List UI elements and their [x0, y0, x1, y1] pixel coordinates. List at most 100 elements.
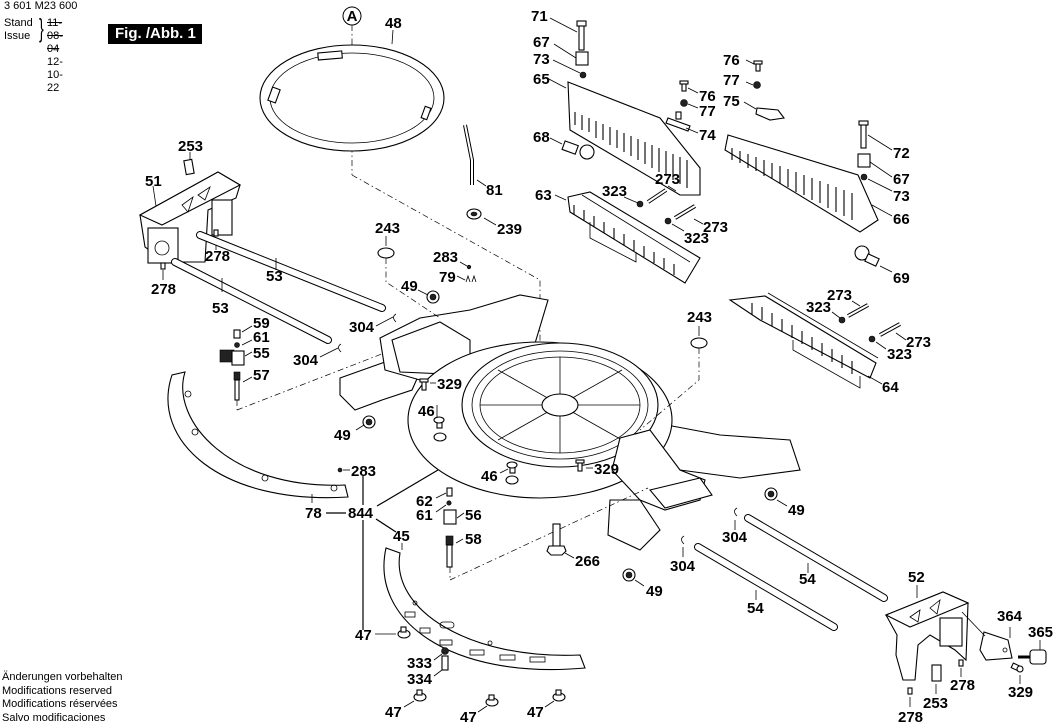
label-304-c: 304: [722, 529, 748, 546]
label-47: 47: [355, 627, 372, 644]
label-77-b: 77: [699, 103, 716, 120]
label-283: 283: [433, 249, 458, 266]
label-61: 61: [253, 329, 270, 346]
label-273-c: 273: [827, 287, 852, 304]
notice-de: Änderungen vorbehalten: [2, 671, 123, 683]
figure-label: Fig. /Abb. 1: [108, 24, 202, 44]
label-278-c: 278: [950, 677, 975, 694]
label-62: 62: [416, 493, 433, 510]
label-49-b: 49: [334, 427, 351, 444]
part-323-nut-c: [831, 311, 846, 324]
part-266-bolt: [546, 523, 575, 559]
part-73-nut-b: [860, 173, 893, 192]
brace-symbol: }: [38, 13, 44, 43]
part-76-screw-b: [745, 59, 763, 72]
part-58-pin: [445, 535, 464, 580]
label-73-b: 73: [893, 188, 910, 205]
label-71: 71: [531, 8, 548, 25]
part-273-bolt-a: [646, 185, 677, 204]
label-45: 45: [393, 528, 410, 545]
label-48: 48: [385, 15, 402, 32]
part-45-scale-segment: [383, 543, 586, 670]
part-329-screw-b: [575, 459, 593, 472]
label-283-b: 283: [351, 463, 376, 480]
label-76: 76: [723, 52, 740, 69]
notice-en: Modifications reserved: [2, 684, 113, 697]
part-334-pin: [433, 655, 449, 677]
label-273: 273: [655, 171, 680, 188]
part-63-fence: [554, 191, 701, 284]
issue-label: Issue: [4, 30, 31, 42]
part-77-washer-a: [680, 99, 699, 109]
label-76-b: 76: [699, 88, 716, 105]
part-79-spring-clip: [456, 274, 477, 283]
label-61-b: 61: [416, 507, 433, 524]
part-66-fence: [724, 134, 893, 233]
part-278-screw-d: [907, 687, 913, 707]
label-53-b: 53: [212, 300, 229, 317]
part-52-extension-wing: [884, 585, 970, 681]
part-304-clip-c: [734, 507, 738, 530]
modifications-notice: Änderungen vorbehalten Modifications res…: [2, 671, 122, 725]
label-278-b: 278: [151, 281, 176, 298]
label-239: 239: [497, 221, 522, 238]
part-53-rod-b: [171, 258, 332, 344]
label-329: 329: [437, 376, 462, 393]
part-64-fence: [728, 292, 883, 389]
part-71-bolt: [549, 17, 587, 51]
part-323-nut-a: [623, 196, 644, 208]
part-55-lever: [219, 349, 253, 366]
part-78-miter-scale: [167, 371, 349, 503]
part-304-clip-a: [375, 313, 397, 327]
label-65: 65: [533, 71, 550, 88]
label-63: 63: [535, 187, 552, 204]
label-47-d: 47: [527, 704, 544, 721]
label-253-b: 253: [923, 695, 948, 712]
part-67-bushing: [553, 43, 589, 66]
label-304-b: 304: [293, 352, 319, 369]
part-278-screw-c: [958, 659, 964, 677]
old-date: 11-08-04: [47, 17, 63, 55]
label-77: 77: [723, 72, 740, 89]
label-46: 46: [418, 403, 435, 420]
part-46-stop-a: [433, 405, 447, 442]
label-55: 55: [253, 345, 270, 362]
part-273-bolt-d: [879, 322, 907, 341]
revision-dates: 11-08-04 12-10-22: [47, 17, 63, 95]
main-base-body: [339, 294, 801, 581]
part-47-nut-d: [544, 689, 566, 708]
part-57-pin: [233, 371, 253, 410]
part-76-screw-a: [679, 80, 699, 94]
label-53: 53: [266, 268, 283, 285]
label-273-d: 273: [906, 334, 931, 351]
part-59-screw: [233, 325, 253, 339]
label-78: 78: [305, 505, 322, 522]
part-47-nut-b: [403, 689, 427, 708]
label-49: 49: [401, 278, 418, 295]
label-74: 74: [699, 127, 716, 144]
label-365: 365: [1028, 624, 1053, 641]
part-49-nut-d: [764, 487, 788, 507]
label-329-c: 329: [1008, 684, 1033, 701]
label-304: 304: [349, 319, 375, 336]
label-73: 73: [533, 51, 550, 68]
part-72-bolt: [858, 120, 893, 151]
part-74-bracket: [665, 111, 699, 134]
label-323-c: 323: [806, 299, 831, 316]
part-67-bushing-b: [857, 153, 893, 178]
part-68-clamp: [549, 137, 595, 160]
part-77-washer-b: [745, 81, 761, 89]
label-51: 51: [145, 173, 162, 190]
notice-es: Salvo modificaciones: [2, 711, 106, 724]
part-273-bolt-c: [847, 300, 869, 318]
label-66: 66: [893, 211, 910, 228]
label-364: 364: [997, 608, 1023, 625]
part-53-rod-a: [196, 231, 386, 312]
label-253: 253: [178, 138, 203, 155]
part-364-plate: [961, 611, 1013, 661]
part-365-knob: [1018, 640, 1047, 665]
label-54-b: 54: [747, 600, 764, 617]
label-243-b: 243: [687, 309, 712, 326]
label-49-d: 49: [788, 502, 805, 519]
label-59: 59: [253, 315, 270, 332]
